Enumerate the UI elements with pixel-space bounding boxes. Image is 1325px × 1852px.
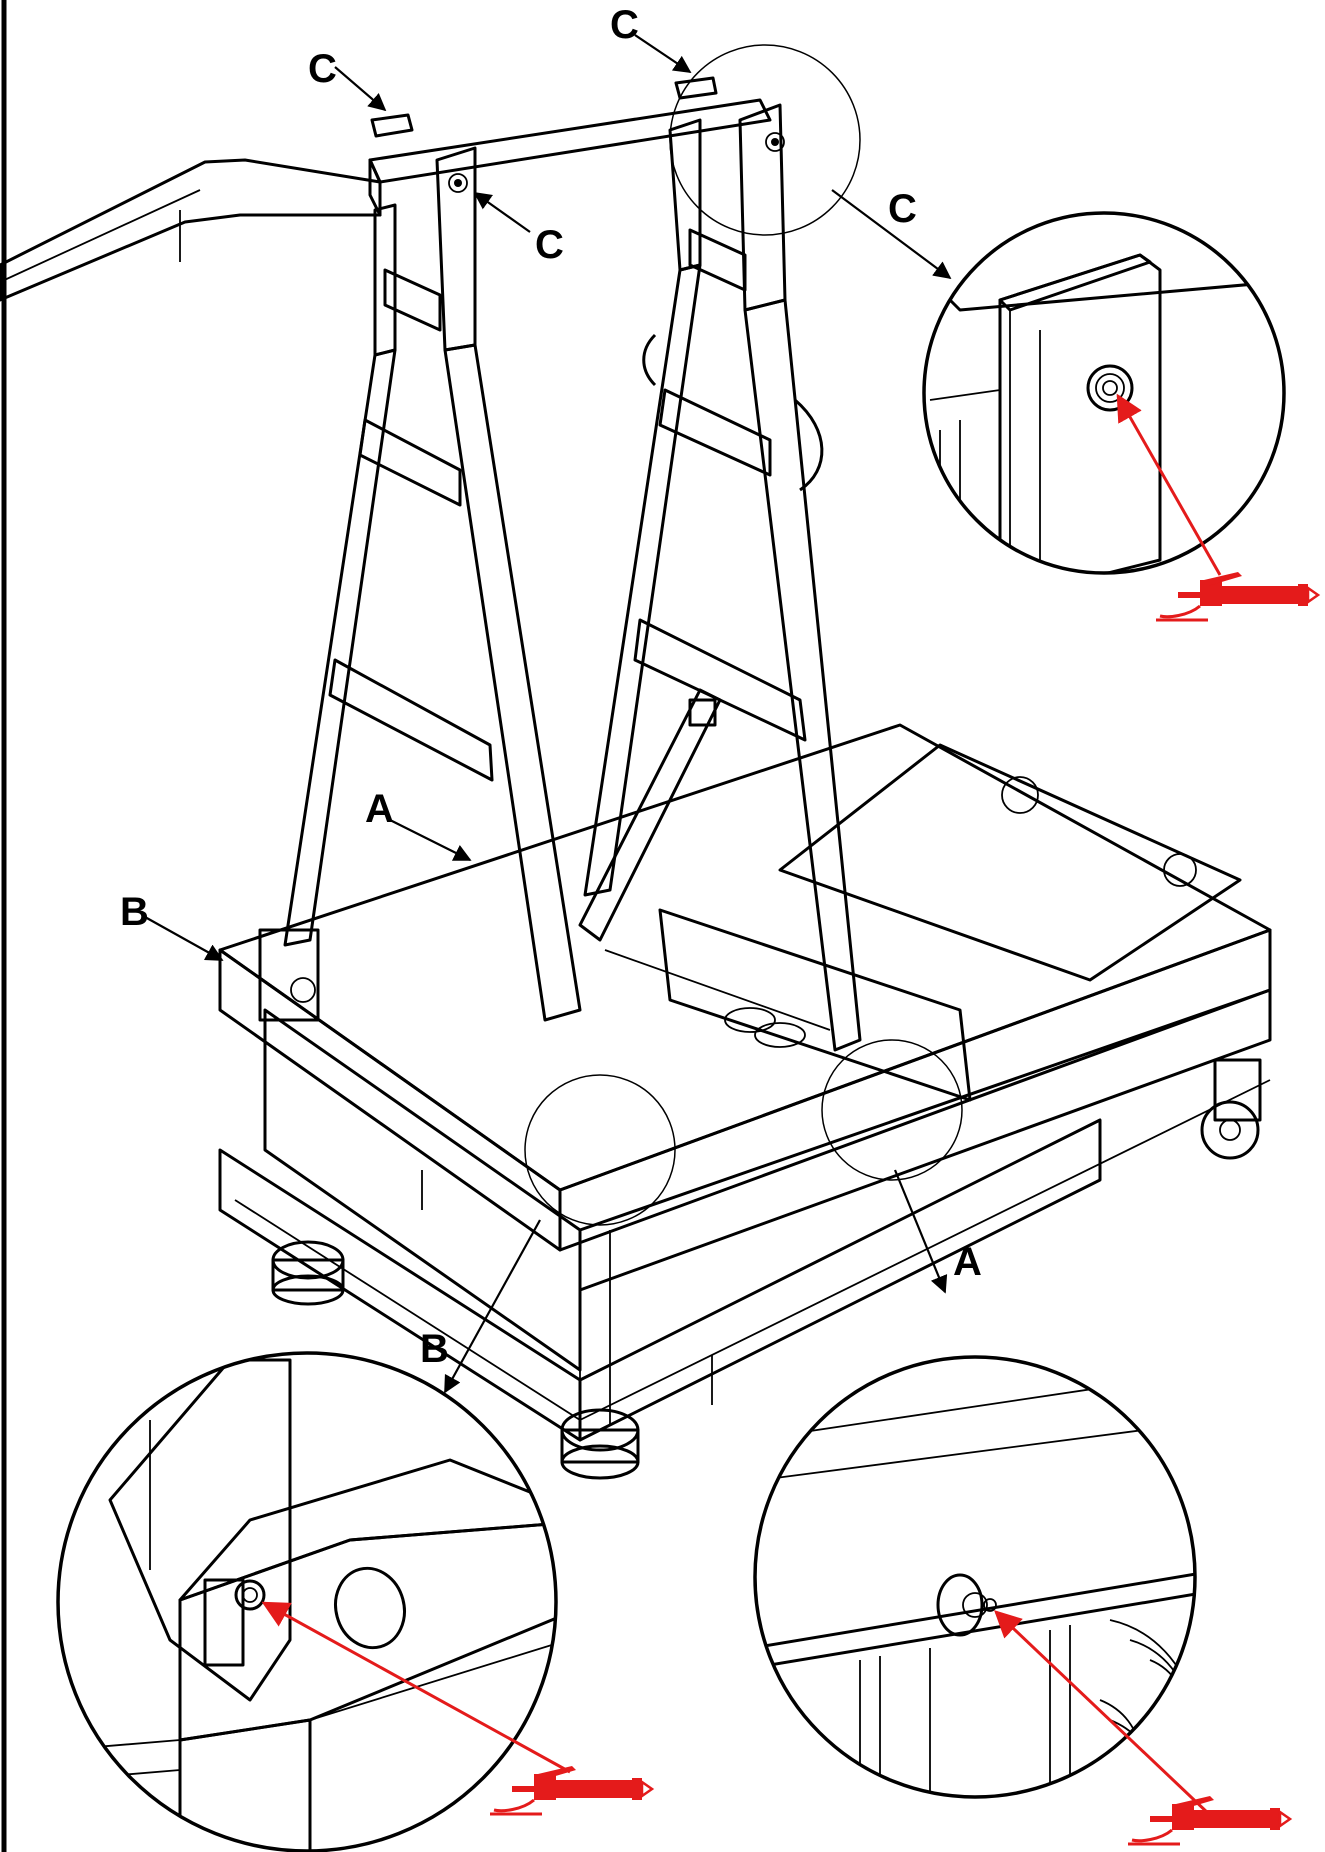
zoom-ring-b xyxy=(524,1074,676,1226)
label-b-upper: B xyxy=(120,890,149,934)
detail-view-c xyxy=(922,211,1320,622)
zoom-ring-a xyxy=(821,1039,963,1181)
grease-gun-icon xyxy=(1154,570,1320,622)
label-c-top-left: C xyxy=(308,47,337,91)
label-c-detail: C xyxy=(888,187,917,231)
label-c-beam-end: C xyxy=(535,223,564,267)
grease-nipple-icon xyxy=(234,1579,266,1611)
label-a-lower: A xyxy=(953,1240,982,1284)
gantry-assembly xyxy=(0,44,1272,1480)
grease-gun-icon xyxy=(1126,1794,1292,1846)
grease-nipple-icon xyxy=(1086,364,1134,412)
label-b-lower: B xyxy=(420,1327,449,1371)
grease-arrow-b xyxy=(261,1601,571,1774)
callout-leaders xyxy=(144,34,952,1394)
detail-view-b xyxy=(56,1351,654,1852)
label-a-upper: A xyxy=(365,787,394,831)
grease-nipple-icon xyxy=(936,1573,997,1637)
label-c-top-right: C xyxy=(610,3,639,47)
callout-labels: C C C C A B A B xyxy=(120,3,982,1371)
grease-arrow-a xyxy=(994,1610,1212,1817)
detail-view-a xyxy=(753,1355,1292,1846)
grease-gun-icon xyxy=(488,1764,654,1816)
zoom-ring-c xyxy=(669,44,861,236)
grease-arrow-c xyxy=(1116,393,1222,576)
